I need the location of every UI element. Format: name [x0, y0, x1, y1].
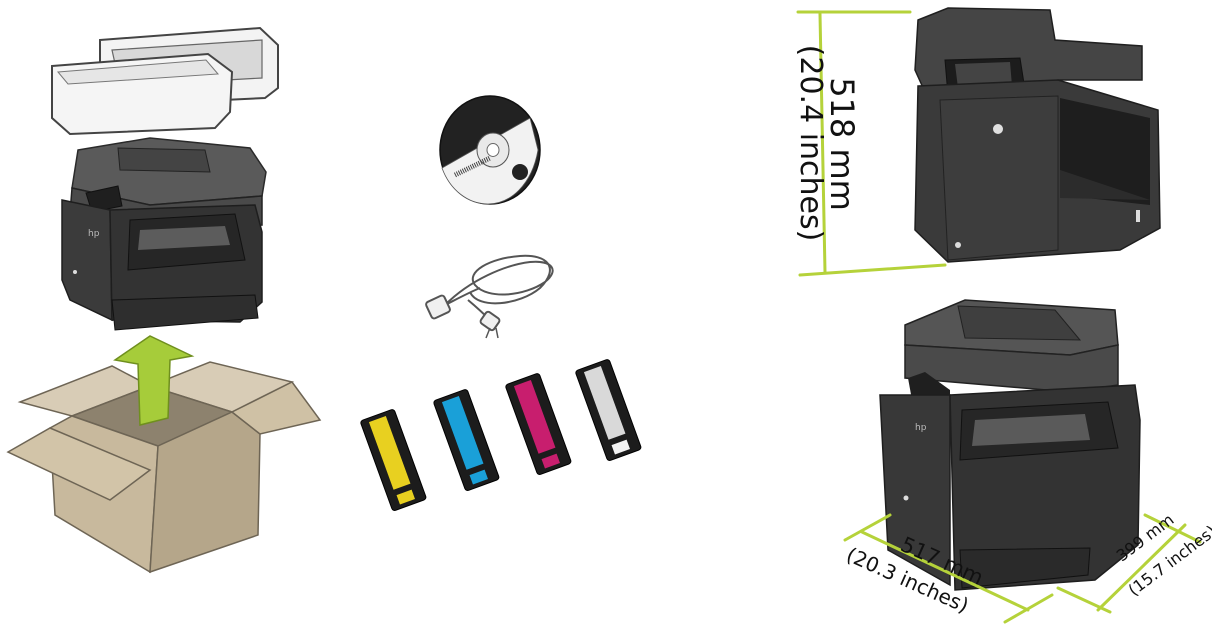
- svg-text:hp: hp: [915, 423, 927, 433]
- packing-foam-icon: [52, 28, 278, 134]
- svg-text:hp: hp: [88, 229, 100, 239]
- power-cord-icon: [425, 256, 553, 338]
- height-mm-label: 518 mm: [826, 54, 858, 234]
- ink-cartridge-icon: [360, 359, 642, 512]
- height-inches-label: (20.4 inches): [795, 33, 825, 253]
- printer-side-icon: [915, 8, 1160, 262]
- cd-icon: [440, 96, 540, 204]
- printer-icon: hp: [62, 138, 266, 330]
